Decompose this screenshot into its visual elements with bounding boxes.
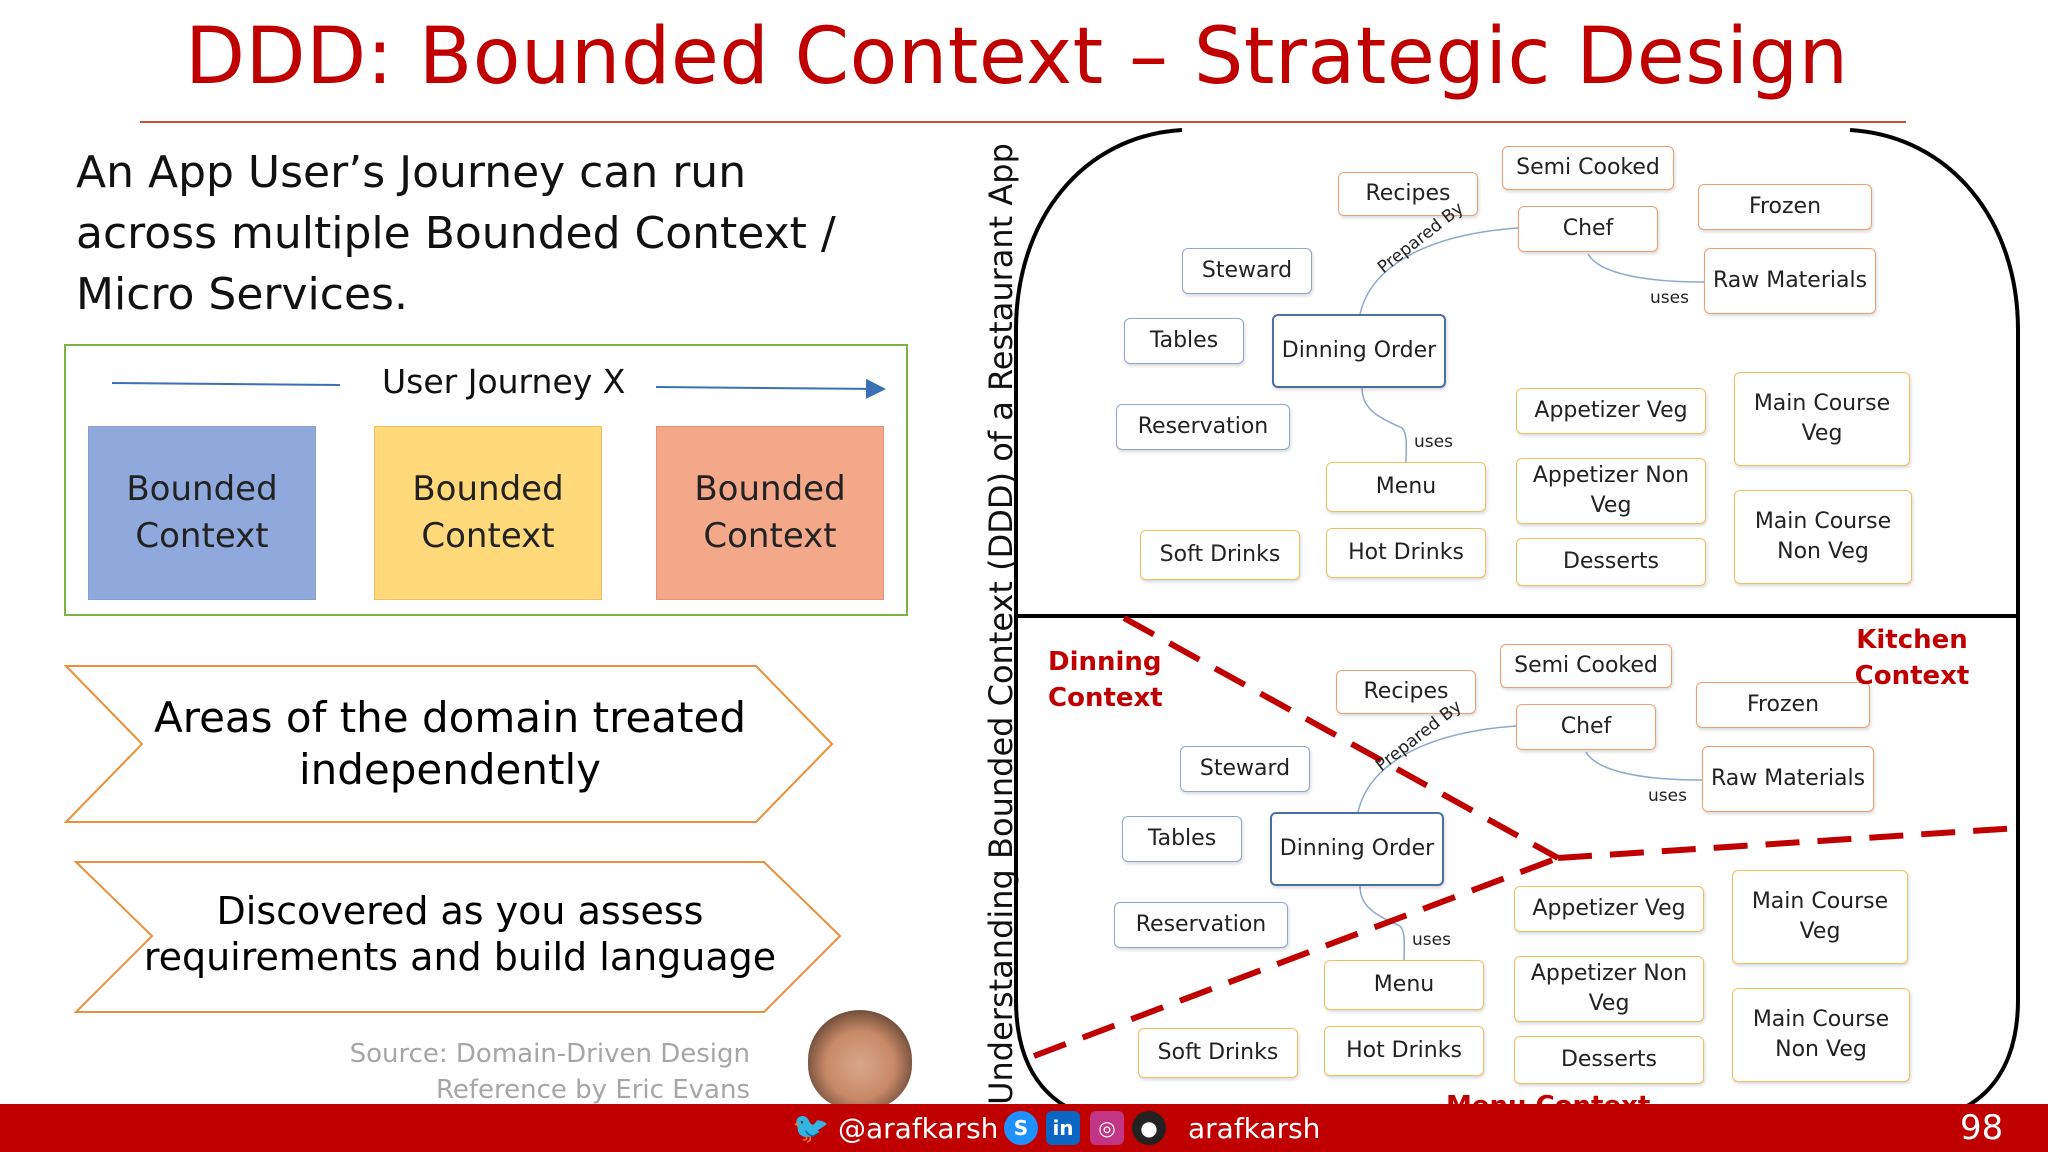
node-chef: Chef (1518, 206, 1658, 252)
node-hot-drinks: Hot Drinks (1324, 1026, 1484, 1076)
node-desserts: Desserts (1514, 1036, 1704, 1084)
menu-context-label: Menu Context (1446, 1088, 1650, 1104)
page-number: 98 (1960, 1108, 2004, 1148)
kitchen-context-label: Kitchen Context (1854, 625, 1970, 691)
node-main-course-non-veg: Main Course Non Veg (1734, 490, 1912, 584)
node-main-course-veg: Main Course Veg (1734, 372, 1910, 466)
edge-label-uses-raw: uses (1650, 288, 1689, 308)
chevron-1 (63, 665, 834, 823)
bounded-context-box-2: Bounded Context (374, 426, 602, 600)
title-divider (140, 121, 1906, 123)
node-appetizer-veg: Appetizer Veg (1514, 886, 1704, 932)
instagram-icon[interactable]: ◎ (1090, 1111, 1124, 1145)
twitter-icon[interactable]: 🐦 (792, 1110, 830, 1146)
node-appetizer-non-veg: Appetizer Non Veg (1516, 458, 1706, 524)
node-steward: Steward (1182, 248, 1312, 294)
point-discovered-line2: requirements and build language (143, 935, 777, 979)
node-appetizer-non-veg: Appetizer Non Veg (1514, 956, 1704, 1022)
node-tables: Tables (1122, 816, 1242, 862)
github-icon[interactable]: ● (1132, 1111, 1166, 1145)
footer-handle[interactable]: arafkarsh (1188, 1112, 1321, 1145)
footer-twitter-handle[interactable]: @arafkarsh (838, 1112, 999, 1145)
node-steward: Steward (1180, 746, 1310, 792)
node-dinning-order: Dinning Order (1272, 314, 1446, 388)
presenter-avatar (808, 1010, 912, 1110)
bounded-context-box-1: Bounded Context (88, 426, 316, 600)
edge-label-uses-menu: uses (1412, 930, 1451, 950)
linkedin-icon[interactable]: in (1046, 1111, 1080, 1145)
node-appetizer-veg: Appetizer Veg (1516, 388, 1706, 434)
edge-label-uses-raw: uses (1648, 786, 1687, 806)
skype-icon[interactable]: S (1004, 1111, 1038, 1145)
node-menu: Menu (1324, 960, 1484, 1010)
node-soft-drinks: Soft Drinks (1138, 1028, 1298, 1078)
point-domain-areas: Areas of the domain treated independentl… (60, 692, 840, 796)
source-line-1: Source: Domain-Driven Design (349, 1039, 750, 1069)
point-discovered-line1: Discovered as you assess (216, 889, 704, 933)
node-raw-materials: Raw Materials (1702, 746, 1874, 812)
node-main-course-veg: Main Course Veg (1732, 870, 1908, 964)
point-discovered: Discovered as you assess requirements an… (60, 888, 860, 980)
intro-text: An App User’s Journey can run across mul… (76, 147, 836, 320)
node-dinning-order: Dinning Order (1270, 812, 1444, 886)
node-recipes: Recipes (1336, 670, 1476, 714)
slide-title: DDD: Bounded Context – Strategic Design (185, 12, 1849, 102)
node-frozen: Frozen (1698, 184, 1872, 230)
node-reservation: Reservation (1116, 404, 1290, 450)
node-desserts: Desserts (1516, 538, 1706, 586)
node-soft-drinks: Soft Drinks (1140, 530, 1300, 580)
point-domain-areas-text: Areas of the domain treated independentl… (154, 693, 746, 794)
node-semi-cooked: Semi Cooked (1502, 146, 1674, 190)
node-raw-materials: Raw Materials (1704, 248, 1876, 314)
chevron-2 (73, 861, 842, 1013)
source-credit: Source: Domain-Driven Design Reference b… (330, 1036, 750, 1108)
bounded-context-box-3: Bounded Context (656, 426, 884, 600)
edge-label-uses-menu: uses (1414, 432, 1453, 452)
node-tables: Tables (1124, 318, 1244, 364)
node-hot-drinks: Hot Drinks (1326, 528, 1486, 578)
user-journey-box (64, 344, 908, 616)
node-semi-cooked: Semi Cooked (1500, 644, 1672, 688)
source-line-2: Reference by Eric Evans (435, 1075, 750, 1105)
node-chef: Chef (1516, 704, 1656, 750)
journey-label: User Journey X (382, 362, 626, 401)
node-menu: Menu (1326, 462, 1486, 512)
node-frozen: Frozen (1696, 682, 1870, 728)
dinning-context-label: Dinning Context (1048, 647, 1163, 713)
node-reservation: Reservation (1114, 902, 1288, 948)
node-recipes: Recipes (1338, 172, 1478, 216)
node-main-course-non-veg: Main Course Non Veg (1732, 988, 1910, 1082)
